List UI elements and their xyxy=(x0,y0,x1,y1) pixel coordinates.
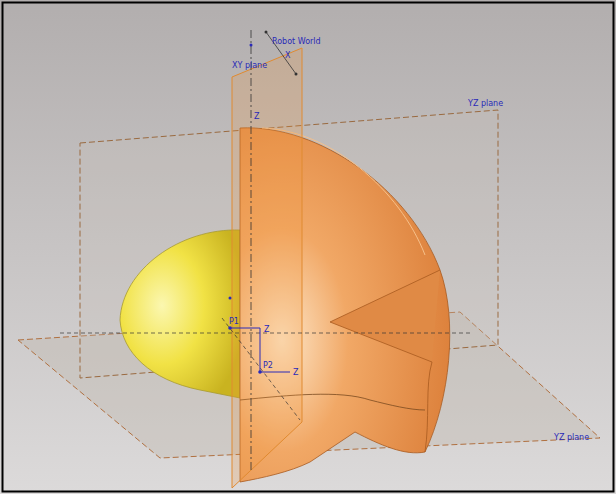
plane-label: Z xyxy=(254,113,259,121)
plane-label: P1 xyxy=(229,318,239,326)
plane-label: Z xyxy=(293,369,298,377)
plane-label: YZ plane xyxy=(468,100,503,108)
plane-label: YZ plane xyxy=(554,434,589,442)
plane-label: Robot World xyxy=(272,38,321,46)
plane-label: P2 xyxy=(263,362,273,370)
plane-label: Z xyxy=(264,326,269,334)
plane-label: XY plane xyxy=(232,62,267,70)
plane-label: X xyxy=(285,52,290,60)
